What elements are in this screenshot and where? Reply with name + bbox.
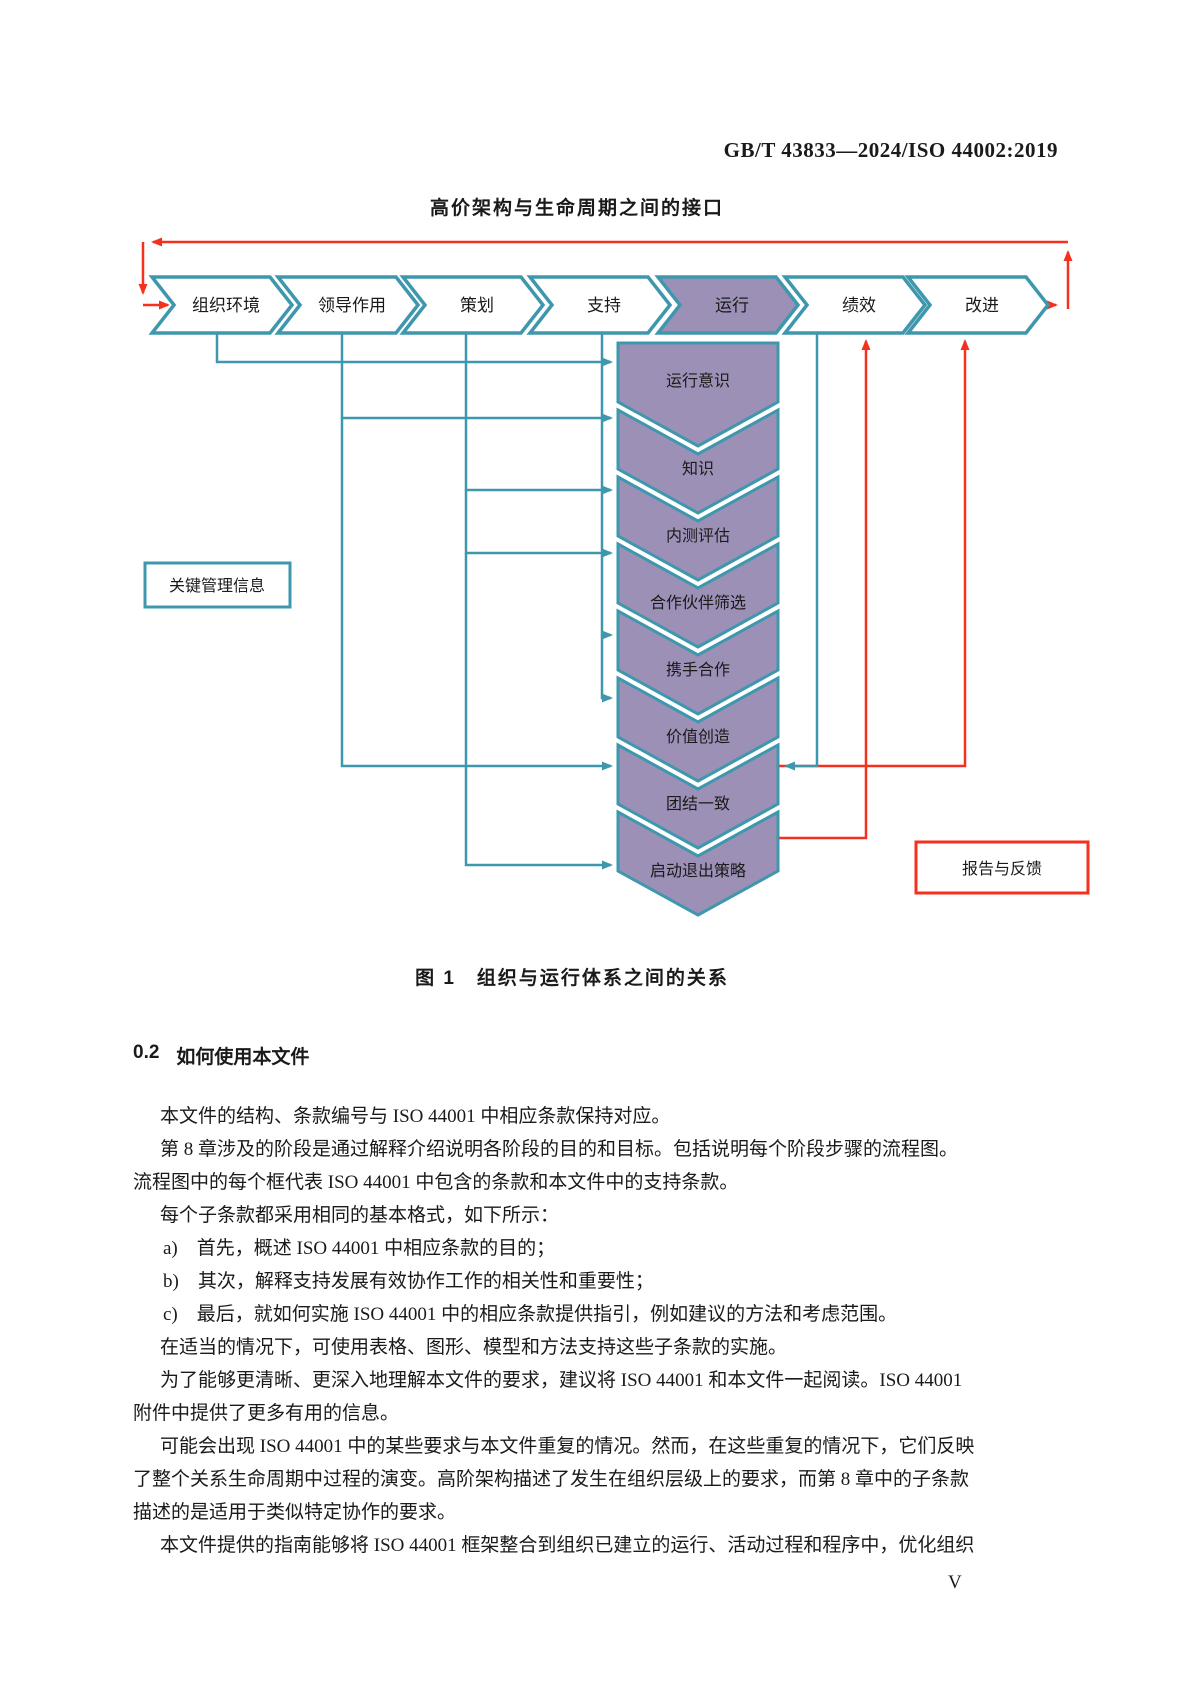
body-line: 本文件提供的指南能够将 ISO 44001 框架整合到组织已建立的运行、活动过程…: [160, 1535, 975, 1556]
key-management-info-label: 关键管理信息: [169, 577, 265, 595]
chain-label: 内测评估: [666, 527, 730, 545]
connector-planning-partner: [464, 490, 613, 558]
chain-shape-knowledge: [616, 407, 780, 515]
stage-label: 领导作用: [318, 296, 386, 315]
chain-shape-unity: [616, 742, 780, 850]
teal-connectors: [215, 333, 819, 870]
connector-leadership-knowledge: [340, 333, 613, 423]
chain-label: 价值创造: [666, 728, 730, 746]
stage-label: 绩效: [842, 296, 876, 315]
stage-shape-context: [148, 275, 295, 335]
chain-shape-work-together: [616, 608, 780, 716]
body-line-list-a: a) 首先，概述 ISO 44001 中相应条款的目的；: [163, 1238, 556, 1259]
chain-shape-partner-selection: [616, 541, 780, 649]
chain-label: 携手合作: [666, 661, 730, 679]
chain-label: 合作伙伴筛选: [650, 593, 746, 612]
red-line-to-improve: [779, 339, 970, 768]
chain-shape-exit-strategy: [616, 809, 780, 917]
section-title: 如何使用本文件: [176, 1047, 310, 1068]
body-line: 了整个关系生命周期中过程的演变。高阶架构描述了发生在组织层级上的要求，而第 8 …: [133, 1469, 970, 1490]
body-line: 附件中提供了更多有用的信息。: [133, 1403, 400, 1424]
connector-planning-exit: [464, 553, 613, 870]
stage-label: 改进: [965, 296, 999, 315]
figure-caption: 图 1 组织与运行体系之间的关系: [415, 968, 729, 989]
connector-context-awareness: [215, 333, 613, 367]
chain-label: 团结一致: [666, 795, 730, 813]
connector-support-value: [600, 635, 613, 703]
key-management-info-box: 关键管理信息: [143, 561, 292, 609]
stage-shape-improve: [904, 275, 1051, 335]
top-stage-labels: 组织环境 领导作用 策划 支持 运行 绩效 改进: [192, 296, 999, 315]
stage-label: 运行: [715, 296, 749, 315]
connector-support-worktogether: [600, 333, 613, 640]
body-line: 描述的是适用于类似特定协作的要求。: [133, 1502, 457, 1523]
body-text: 本文件的结构、条款编号与 ISO 44001 中相应条款保持对应。 第 8 章涉…: [133, 1100, 1063, 1562]
figure-title: 高价架构与生命周期之间的接口: [429, 198, 725, 219]
body-line-list-b: b) 其次，解释支持发展有效协作工作的相关性和重要性；: [163, 1271, 654, 1292]
stage-shape-operation: [654, 275, 801, 335]
stage-label: 组织环境: [192, 296, 260, 315]
body-line: 每个子条款都采用相同的基本格式，如下所示：: [160, 1205, 560, 1226]
chain-shape-assessment: [616, 474, 780, 582]
connector-planning-assessment: [464, 333, 613, 495]
report-feedback-label: 报告与反馈: [962, 860, 1042, 878]
figure-diagram: 组织环境 领导作用 策划 支持 运行 绩效 改进 运行意识 知识 内测评估 合作…: [138, 237, 1090, 917]
stage-label: 支持: [587, 296, 621, 315]
stage-shape-performance: [781, 275, 928, 335]
chain-label: 知识: [682, 460, 714, 478]
stage-shape-support: [526, 275, 673, 335]
section-number: 0.2: [133, 1042, 160, 1063]
connector-leadership-unity: [340, 418, 613, 771]
body-line: 为了能够更清晰、更深入地理解本文件的要求，建议将 ISO 44001 和本文件一…: [160, 1370, 963, 1391]
standard-number-header: GB/T 43833—2024/ISO 44002:2019: [723, 138, 1058, 162]
body-line-list-c: c) 最后，就如何实施 ISO 44001 中的相应条款提供指引，例如建议的方法…: [163, 1304, 898, 1325]
body-line: 在适当的情况下，可使用表格、图形、模型和方法支持这些子条款的实施。: [160, 1337, 788, 1358]
chain-label: 运行意识: [666, 371, 730, 390]
body-line: 第 8 章涉及的阶段是通过解释介绍说明各阶段的目的和目标。包括说明每个阶段步骤的…: [160, 1139, 959, 1160]
section-heading: 0.2 如何使用本文件: [133, 1042, 309, 1069]
report-feedback-box: 报告与反馈: [914, 840, 1090, 895]
body-line: 可能会出现 ISO 44001 中的某些要求与本文件重复的情况。然而，在这些重复…: [160, 1436, 975, 1457]
connector-performance-unity: [784, 333, 819, 771]
stage-shape-planning: [399, 275, 546, 335]
operation-chain: [616, 341, 780, 917]
stage-shape-leadership: [274, 275, 421, 335]
page-number: V: [948, 1572, 962, 1593]
stage-label: 策划: [460, 296, 494, 315]
body-line: 本文件的结构、条款编号与 ISO 44001 中相应条款保持对应。: [160, 1106, 671, 1127]
red-line-to-performance: [778, 339, 871, 840]
red-feedback-loop: [138, 237, 1073, 840]
operation-chain-labels: 运行意识 知识 内测评估 合作伙伴筛选 携手合作 价值创造 团结一致 启动退出策…: [650, 371, 746, 880]
chain-shape-awareness: [616, 341, 780, 448]
body-line: 流程图中的每个框代表 ISO 44001 中包含的条款和本文件中的支持条款。: [133, 1172, 739, 1193]
chain-shape-value-creation: [616, 675, 780, 783]
chain-label: 启动退出策略: [650, 862, 746, 880]
top-stage-row: [148, 275, 1051, 335]
